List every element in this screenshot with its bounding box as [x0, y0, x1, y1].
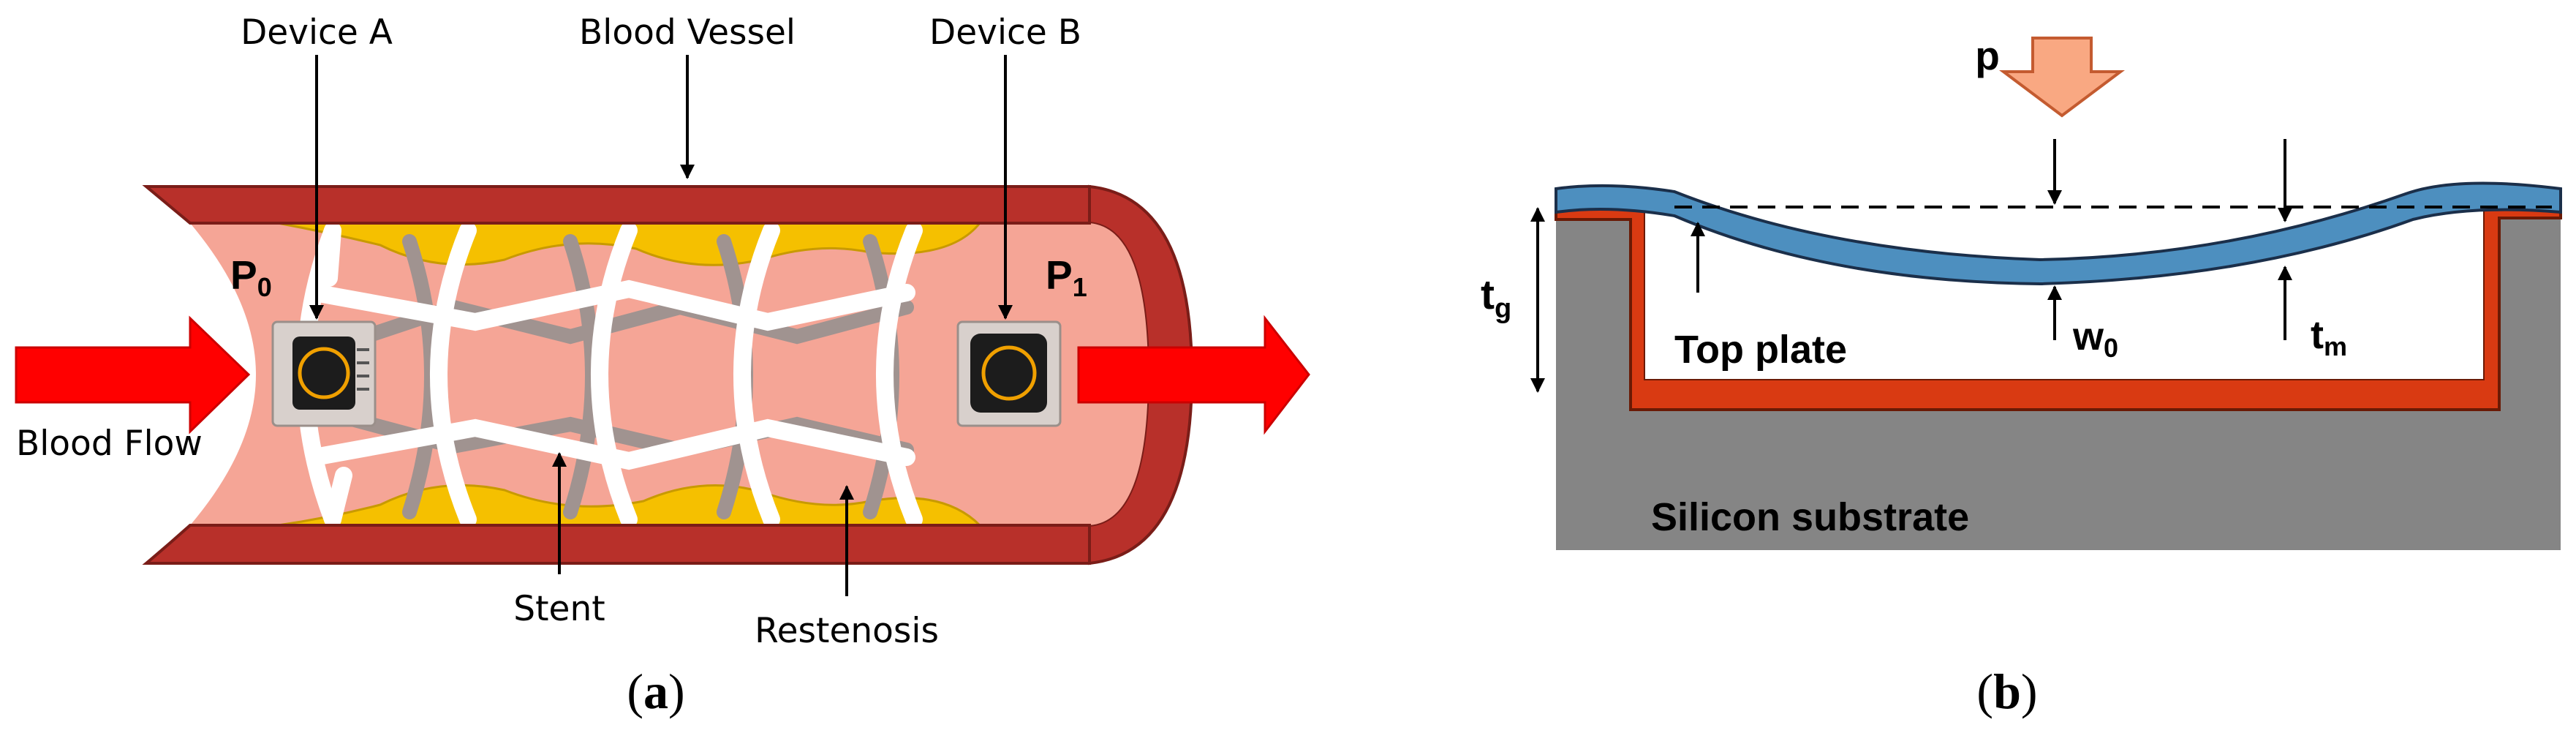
label-p0-sub: 0: [257, 272, 272, 302]
label-stent: Stent: [513, 589, 605, 629]
device-b: [956, 320, 1062, 427]
blood-flow-out-arrow: [1077, 315, 1310, 435]
label-w0-sub: 0: [2104, 333, 2118, 363]
panel-b: p tg Top plate w0 tm Silicon substrate (…: [1481, 33, 2562, 719]
label-p1: P1: [1046, 252, 1087, 302]
membrane-top-plate: [1555, 181, 2562, 286]
caption-b: (b): [1976, 664, 2037, 719]
caption-a: (a): [627, 664, 684, 719]
label-blood-flow: Blood Flow: [16, 424, 203, 464]
label-blood-vessel: Blood Vessel: [579, 12, 796, 53]
label-tg: tg: [1481, 271, 1511, 324]
label-device-b: Device B: [929, 12, 1081, 53]
label-p0: P0: [230, 252, 272, 302]
pressure-arrow: [1999, 37, 2125, 118]
label-silicon-substrate: Silicon substrate: [1651, 495, 1969, 539]
device-a: [271, 320, 377, 427]
vessel-wall-top: [142, 185, 1091, 225]
label-w0: w0: [2072, 315, 2118, 363]
vessel-wall-bottom: [142, 524, 1091, 565]
stent-front: [296, 222, 923, 528]
label-tm-sub: m: [2324, 331, 2347, 361]
label-device-a: Device A: [241, 12, 393, 53]
label-restenosis: Restenosis: [755, 611, 939, 651]
label-p1-sub: 1: [1073, 272, 1087, 302]
silicon-substrate: [1556, 206, 2561, 550]
panel-a: Device A Blood Vessel Device B Blood Flo…: [15, 12, 1310, 719]
label-top-plate: Top plate: [1674, 328, 1847, 372]
label-tm: tm: [2311, 313, 2347, 361]
label-p: p: [1975, 33, 2000, 78]
blood-flow-in-arrow: [15, 315, 251, 435]
label-tg-sub: g: [1495, 293, 1511, 324]
